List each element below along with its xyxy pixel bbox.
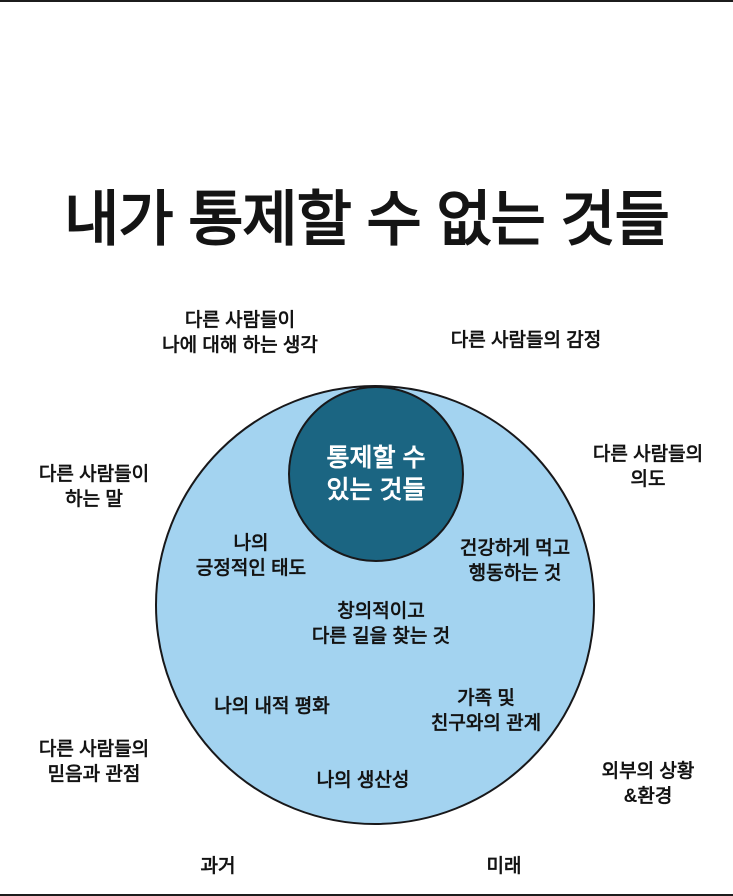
inner-core-label: 통제할 수 있는 것들 xyxy=(327,442,426,507)
controllable-label-creativity: 창의적이고 다른 길을 찾는 것 xyxy=(256,599,506,649)
label-line2: &환경 xyxy=(623,786,673,808)
label-line2: 믿음과 관점 xyxy=(47,764,141,786)
controllable-label-productivity: 나의 생산성 xyxy=(268,768,458,793)
uncontrollable-label-intentions: 다른 사람들의 의도 xyxy=(562,442,733,492)
uncontrollable-label-emotions: 다른 사람들의 감정 xyxy=(410,328,642,353)
label-line1: 다른 사람들이 xyxy=(38,464,150,485)
label-line2: 행동하는 것 xyxy=(468,563,562,585)
uncontrollable-label-external: 외부의 상황 &환경 xyxy=(562,759,733,809)
label-line1: 창의적이고 xyxy=(337,601,425,622)
label-line1: 나의 생산성 xyxy=(316,770,410,791)
page-title: 내가 통제할 수 없는 것들 xyxy=(64,186,670,253)
label-line2: 다른 길을 찾는 것 xyxy=(311,626,451,648)
inner-core-label-line1: 통제할 수 xyxy=(326,443,426,472)
label-line2: 친구와의 관계 xyxy=(430,713,542,735)
inner-core-label-line2: 있는 것들 xyxy=(326,476,426,504)
uncontrollable-label-beliefs: 다른 사람들의 믿음과 관점 xyxy=(0,737,190,787)
axis-label-future: 미래 xyxy=(486,856,522,877)
label-line1: 가족 및 xyxy=(457,688,515,709)
label-line1: 나의 xyxy=(233,533,269,554)
label-line1: 나의 내적 평화 xyxy=(214,696,330,717)
inner-core-circle: 통제할 수 있는 것들 xyxy=(288,386,464,562)
label-line1: 다른 사람들의 xyxy=(592,444,704,465)
label-line1: 외부의 상황 xyxy=(601,761,695,782)
uncontrollable-label-thoughts: 다른 사람들이 나에 대해 하는 생각 xyxy=(90,308,390,358)
controllable-label-healthy-eating: 건강하게 먹고 행동하는 것 xyxy=(420,536,610,586)
uncontrollable-label-words: 다른 사람들이 하는 말 xyxy=(0,462,190,512)
controllable-label-family-friends: 가족 및 친구와의 관계 xyxy=(392,686,580,736)
label-line1: 다른 사람들이 xyxy=(184,310,296,331)
label-line2: 하는 말 xyxy=(65,489,123,511)
controllable-label-attitude: 나의 긍정적인 태도 xyxy=(148,531,354,581)
label-line1: 다른 사람들의 xyxy=(38,739,150,760)
label-line2: 나에 대해 하는 생각 xyxy=(162,335,318,357)
axis-label-past: 과거 xyxy=(200,856,236,877)
label-line2: 긍정적인 태도 xyxy=(195,558,307,580)
label-line1: 다른 사람들의 감정 xyxy=(450,330,602,351)
label-line1: 건강하게 먹고 xyxy=(459,538,571,559)
label-line2: 의도 xyxy=(630,469,666,491)
controllable-label-inner-peace: 나의 내적 평화 xyxy=(174,694,370,719)
